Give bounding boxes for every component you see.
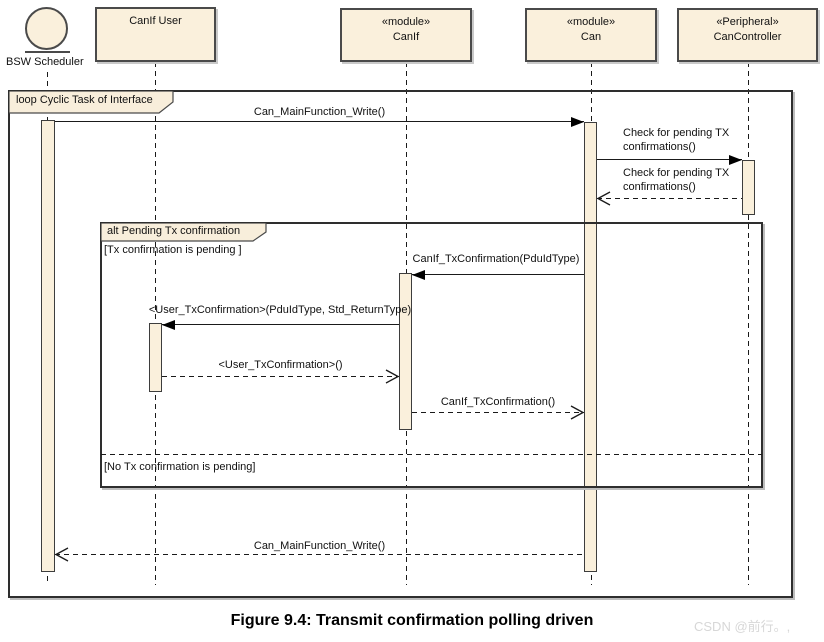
alt-guard-bottom: [No Tx confirmation is pending] (104, 461, 256, 473)
message-line (55, 121, 584, 122)
csdn-watermark: CSDN @前行。, (694, 619, 791, 634)
arrowhead-open-icon (597, 191, 611, 206)
activation-canif-user (149, 323, 162, 392)
actor-entity-icon (25, 7, 68, 50)
message-label: CanIf_TxConfirmation(PduIdType) (412, 253, 580, 265)
message-label: CanIf_TxConfirmation() (440, 396, 556, 408)
arrowhead-open-icon (385, 369, 399, 384)
message-label: Can_MainFunction_Write() (253, 540, 386, 552)
activation-cancontroller (742, 160, 755, 215)
alt-divider (101, 454, 762, 455)
participant-cancontroller: «Peripheral» CanController (677, 8, 818, 62)
message-label: Can_MainFunction_Write() (253, 106, 386, 118)
participant-name: CanController (713, 31, 782, 43)
participant-name: CanIf (392, 31, 420, 43)
message-label: Check for pending TX confirmations() (623, 127, 730, 153)
participant-stereotype: «Peripheral» (716, 16, 779, 28)
actor-label: BSW Scheduler (6, 56, 84, 68)
message-label: <User_TxConfirmation>() (218, 359, 343, 371)
participant-canif-user: CanIf User (95, 7, 216, 62)
message-label: <User_TxConfirmation>(PduIdType, Std_Ret… (148, 304, 412, 316)
arrowhead-open-icon (55, 547, 69, 562)
lifeline-cancontroller (748, 62, 749, 585)
message-line (412, 412, 584, 413)
participant-can: «module» Can (525, 8, 657, 62)
activation-canif (399, 273, 412, 430)
loop-frame-header (9, 91, 174, 114)
participant-name: CanIf User (129, 15, 182, 27)
message-line (162, 324, 399, 325)
message-line (597, 159, 742, 160)
arrowhead-filled-icon (412, 270, 425, 280)
alt-operator-label: alt Pending Tx confirmation (107, 225, 241, 237)
participant-stereotype: «module» (381, 16, 431, 28)
activation-bsw-scheduler (41, 120, 55, 572)
actor-underline (25, 51, 70, 53)
alt-guard-top: [Tx confirmation is pending ] (104, 244, 242, 256)
participant-canif: «module» CanIf (340, 8, 472, 62)
message-line (162, 376, 399, 377)
message-line (412, 274, 584, 275)
message-label: Check for pending TX confirmations() (623, 167, 730, 193)
participant-name: Can (580, 31, 602, 43)
figure-caption: Figure 9.4: Transmit confirmation pollin… (230, 612, 594, 629)
alt-frame-header (101, 223, 267, 242)
loop-operator-label: loop Cyclic Task of Interface (16, 94, 153, 106)
arrowhead-open-icon (570, 405, 584, 420)
arrowhead-filled-icon (729, 155, 742, 165)
activation-can (584, 122, 597, 572)
arrowhead-filled-icon (571, 117, 584, 127)
message-line (597, 198, 742, 199)
arrowhead-filled-icon (162, 320, 175, 330)
participant-stereotype: «module» (566, 16, 616, 28)
message-line (55, 554, 584, 555)
